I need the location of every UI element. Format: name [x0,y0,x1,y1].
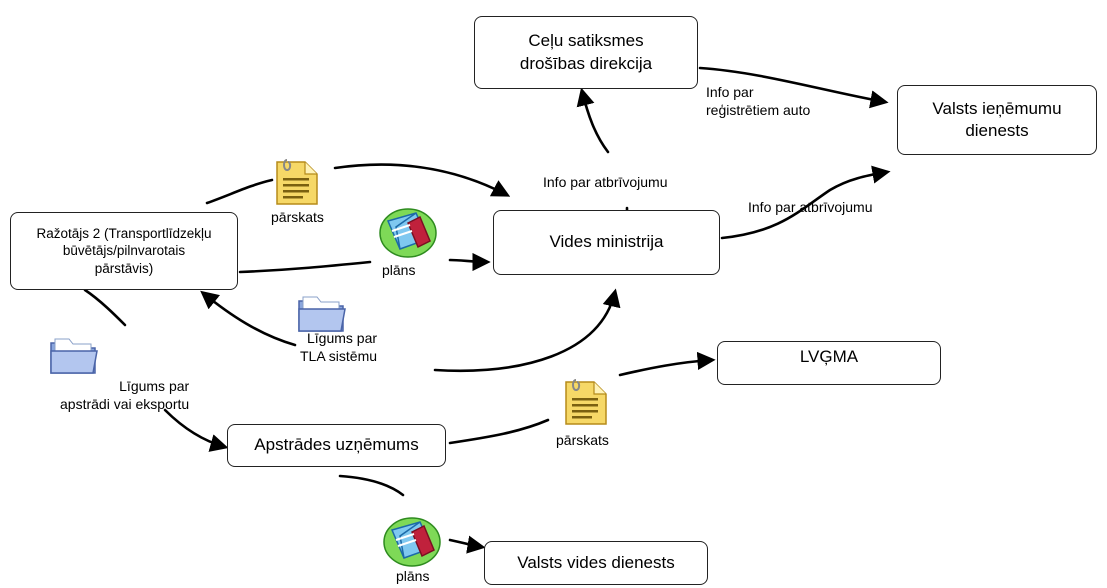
line-processing-to-plan [338,474,405,497]
node-csdd-label: Ceļu satiksmes drošības direkcija [519,31,653,73]
node-ministry[interactable]: Vides ministrija [493,210,720,275]
label-info-registered: Info par reģistrētiem auto [706,84,811,118]
arrow-plan-to-vvd [448,535,486,554]
arrow-ministry-to-csdd [576,87,610,154]
line-processing-to-report [448,418,550,445]
document-icon [562,378,610,433]
node-vvd[interactable]: Valsts vides dienests [484,541,708,585]
arrow-ministry-to-vid [720,165,891,240]
label-plan-2: plāns [396,568,430,584]
node-processing[interactable]: Apstrādes uzņēmums [227,424,446,467]
arrow-report-to-lvgma [618,351,716,377]
folder-icon [297,293,347,340]
node-csdd[interactable]: Ceļu satiksmes drošības direkcija [474,16,698,89]
node-lvgma-label: LVĢMA [799,347,859,366]
node-producer-label: Ražotājs 2 (Transportlīdzekļu būvētājs/p… [36,225,212,276]
label-report-1: pārskats [271,209,324,225]
document-icon [273,158,321,213]
node-vvd-label: Valsts vides dienests [517,552,675,572]
label-contract-processing: Līgums par apstrādi vai eksportu [60,378,190,412]
line-producer-left-down [83,288,127,327]
label-info-exemption-2: Info par atbrīvojumu [748,199,873,215]
label-report-2: pārskats [556,432,609,448]
node-lvgma[interactable]: LVĢMA [717,341,941,385]
label-contract-tla: Līgums par TLA sistēmu [300,330,378,364]
plan-book-icon [378,203,438,264]
arrow-csdd-to-vid [698,66,889,109]
node-vid[interactable]: Valsts ieņēmumu dienests [897,85,1097,155]
line-producer-top [205,178,274,205]
label-info-exemption-1: Info par atbrīvojumu [543,174,668,190]
arrow-producer-to-ministry-report [333,163,511,197]
arrow-plan-to-ministry [448,252,491,272]
arrow-contract-to-processing [163,408,229,452]
plan-book-icon [382,512,442,573]
folder-icon [49,335,99,382]
arrow-contract-to-ministry [433,288,621,372]
node-ministry-label: Vides ministrija [549,232,664,252]
line-producer-plan [238,260,372,274]
arrow-contract-to-producer [200,290,297,347]
node-processing-label: Apstrādes uzņēmums [254,435,419,455]
node-producer[interactable]: Ražotājs 2 (Transportlīdzekļu būvētājs/p… [10,212,238,290]
node-vid-label: Valsts ieņēmumu dienests [932,98,1062,140]
label-plan-1: plāns [382,262,416,278]
